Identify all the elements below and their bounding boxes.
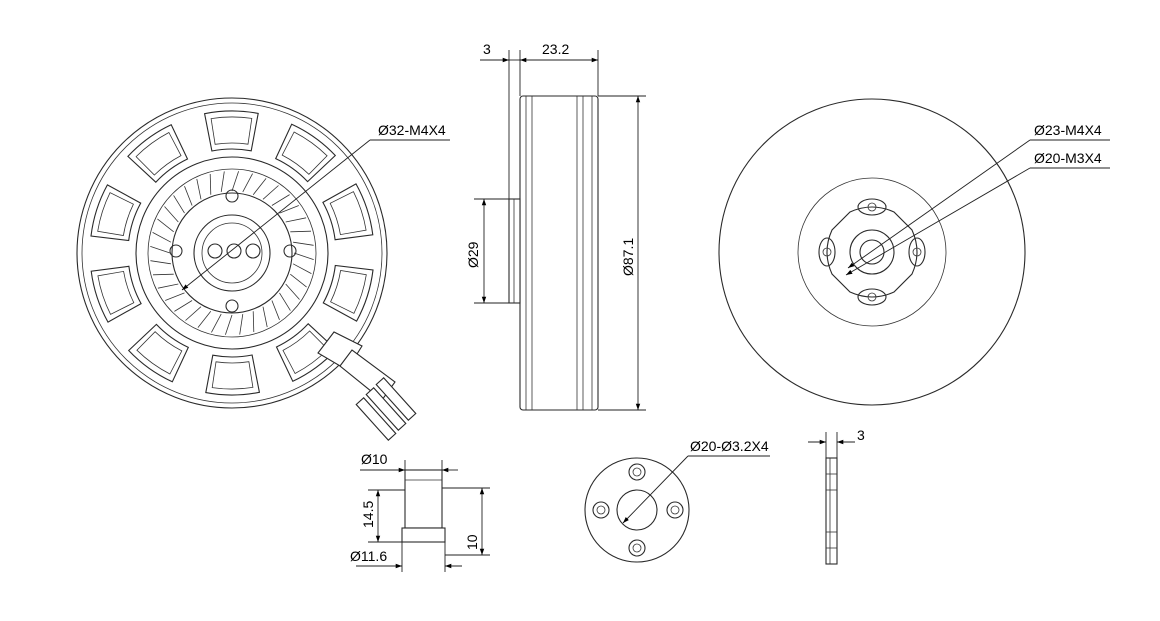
stator-fin — [174, 300, 193, 312]
stator-fin — [209, 173, 212, 195]
rear-view: Ø23-M4X4 Ø20-M3X4 — [718, 98, 1110, 406]
vent-slot — [90, 184, 142, 242]
spacer-height-label: 14.5 — [360, 501, 376, 528]
mount-hole-bottom — [225, 299, 239, 313]
shaft-width-label: 3 — [483, 41, 491, 57]
stator-fin — [279, 205, 299, 214]
cable-connector — [317, 331, 417, 441]
spacer-top-label: Ø10 — [361, 451, 388, 467]
vent-slot-inner — [281, 131, 328, 175]
hub-hole-right — [245, 243, 261, 259]
stator-fin — [150, 260, 171, 265]
stator-fin — [184, 186, 193, 206]
stator-fin — [239, 314, 244, 335]
rear-mount-b-label: Ø20-M3X4 — [1034, 150, 1102, 166]
stator-fin — [252, 178, 267, 195]
stator-fin — [290, 230, 312, 233]
vent-slot-inner — [330, 270, 367, 314]
adapter-view: Ø20-Ø3.2X4 — [584, 438, 770, 563]
side-view: 3 23.2 Ø29 Ø87.1 — [465, 41, 646, 411]
vent-slot — [90, 265, 142, 323]
vent-slot — [127, 323, 190, 383]
vent-slot — [274, 123, 337, 183]
vent-slot — [275, 323, 337, 383]
stator-fin — [164, 206, 179, 223]
vent-slot-inner — [97, 192, 134, 236]
stator-fin — [165, 292, 185, 301]
stator-fin — [242, 173, 253, 193]
stator-fin — [271, 300, 280, 320]
vent-slot-inner — [329, 191, 367, 236]
vent-slot-inner — [211, 361, 254, 390]
stator-diameter-label: Ø29 — [465, 241, 481, 268]
stator-fin — [152, 273, 174, 276]
plate-side-view: 3 — [808, 427, 865, 565]
stator-fin — [285, 217, 307, 223]
hub-hole-center — [226, 243, 242, 259]
vent-slot-inner — [135, 131, 182, 176]
stator-fin — [293, 241, 314, 246]
outer-diameter-label: Ø87.1 — [620, 238, 636, 276]
stator-fin — [157, 218, 174, 233]
stator-fin — [285, 283, 300, 300]
body-width-label: 23.2 — [542, 41, 569, 57]
vent-slot-inner — [97, 270, 135, 315]
spacer-view: Ø10 14.5 Ø11.6 10 — [350, 451, 490, 572]
rear-mount-bracket — [818, 198, 926, 306]
stator-fin — [196, 178, 202, 200]
stator-fin — [262, 185, 279, 200]
front-mount-label: Ø32-M4X4 — [378, 122, 446, 138]
stator-fin — [290, 273, 307, 288]
vent-slot-inner — [210, 116, 253, 145]
mount-hole-right — [283, 244, 297, 258]
front-view: Ø32-M4X4 — [76, 97, 450, 441]
stator-fin — [252, 311, 255, 333]
vent-slot — [322, 183, 374, 241]
stator-fin — [293, 252, 314, 260]
vent-slot — [205, 354, 261, 396]
stator-fin — [197, 311, 212, 328]
spacer-bottom-label: Ø11.6 — [350, 548, 387, 564]
stator-fin — [220, 171, 225, 192]
stator-fin — [150, 246, 171, 254]
adapter-mount-label: Ø20-Ø3.2X4 — [690, 438, 769, 454]
stator-fin — [173, 195, 185, 214]
vent-slot — [127, 123, 189, 183]
stator-fin — [231, 171, 239, 192]
stator-fin — [152, 232, 172, 243]
mount-hole-top — [225, 189, 239, 203]
vent-slot — [203, 110, 259, 152]
vent-slot-inner — [136, 331, 183, 375]
hub — [193, 214, 271, 292]
rear-mount-a-label: Ø23-M4X4 — [1034, 122, 1102, 138]
stator-fin — [157, 283, 179, 289]
stator-fins — [150, 171, 314, 335]
mount-hole-left — [169, 244, 183, 258]
plate-thickness-label: 3 — [857, 427, 865, 443]
stator-fin — [279, 292, 291, 311]
stator-fin — [271, 194, 290, 206]
vent-slots — [90, 110, 374, 396]
stator-fin — [185, 306, 202, 321]
vent-slot-inner — [282, 330, 329, 375]
stator-fin — [292, 263, 312, 274]
spacer-length-label: 10 — [464, 534, 480, 550]
vent-slot — [322, 264, 374, 322]
stator-fin — [225, 314, 233, 335]
hub-hole-left — [207, 243, 223, 259]
stator-fin — [211, 313, 222, 333]
stator-fin — [262, 306, 268, 328]
